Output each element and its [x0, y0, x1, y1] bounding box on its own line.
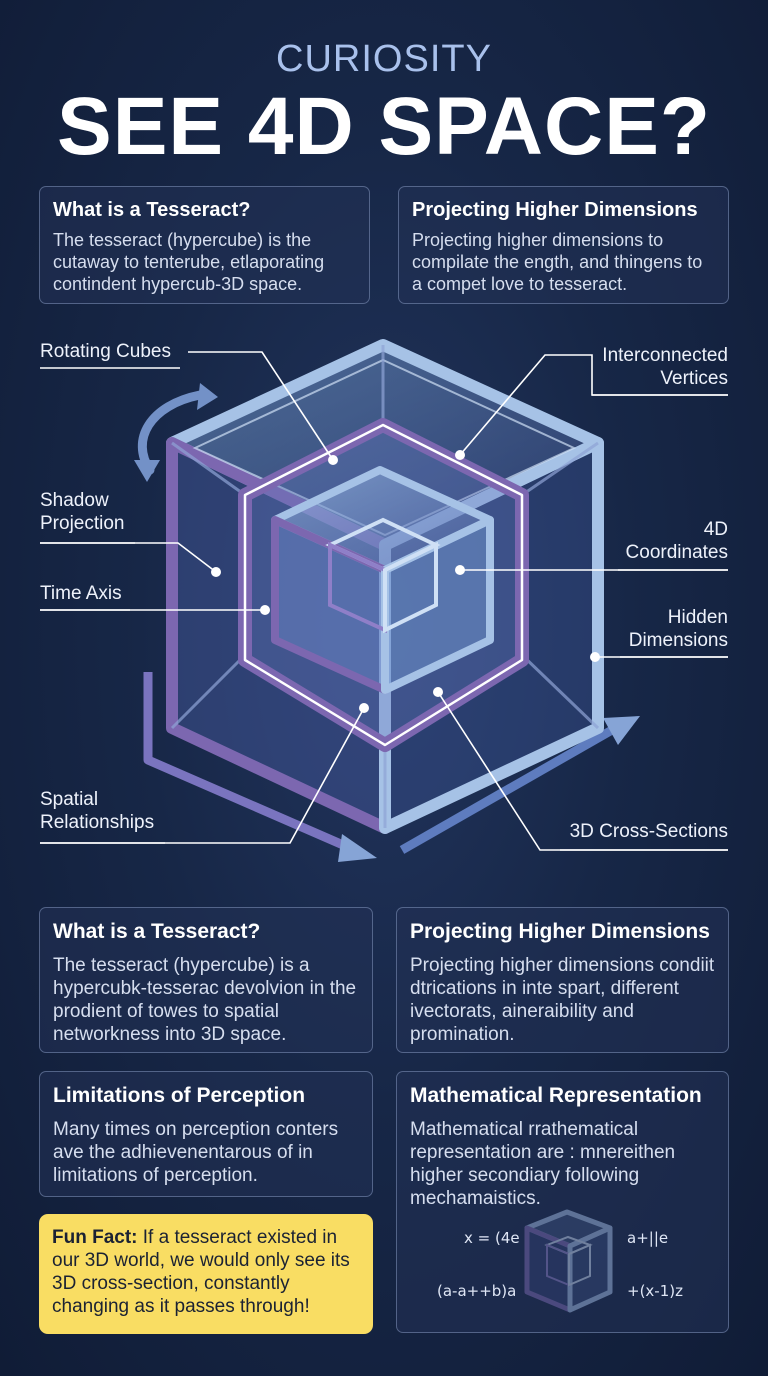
- card-title: Projecting Higher Dimensions: [410, 920, 710, 943]
- axis-arrow-right-head: [603, 716, 640, 745]
- connecting-struts: [170, 345, 600, 828]
- card-title: Projecting Higher Dimensions: [412, 199, 698, 221]
- card-text: The tesseract (hypercube) is a hypercubk…: [53, 955, 357, 1045]
- card-text: The tesseract (hypercube) is the cutaway…: [53, 230, 325, 294]
- label-interconnected-vertices: Interconnected Vertices: [602, 345, 728, 389]
- card-limitations: Limitations of Perception Many times on …: [39, 1071, 373, 1197]
- card-title: Mathematical Representation: [410, 1084, 702, 1107]
- label-hidden-dimensions: Hidden Dimensions: [628, 607, 728, 651]
- card-text: Projecting higher dimensions to compilat…: [412, 230, 703, 294]
- label-4d-coordinates: 4D Coordinates: [625, 519, 728, 563]
- card-text: Projecting higher dimensions condiit dtr…: [410, 955, 715, 1045]
- fun-fact-label: Fun Fact:: [52, 1227, 138, 1248]
- card-title: What is a Tesseract?: [53, 920, 261, 943]
- card-title: Limitations of Perception: [53, 1084, 306, 1107]
- rotation-arrow-head: [197, 383, 218, 410]
- fun-fact-text: If a tesseract existed in our 3D world, …: [52, 1227, 350, 1317]
- axis-arrow-left: [143, 672, 352, 853]
- card-mathematical: Mathematical Representation Mathematical…: [396, 1071, 729, 1333]
- formula-2: a+||e: [627, 1229, 669, 1247]
- formula-1: x = (4e: [464, 1229, 520, 1247]
- formula-3: (a-a++b)a: [437, 1282, 517, 1300]
- card-what-is-tesseract-bottom: What is a Tesseract? The tesseract (hype…: [39, 907, 373, 1053]
- label-shadow-projection: Shadow Projection: [40, 490, 125, 534]
- card-text: Mathematical rrathematical representatio…: [410, 1119, 676, 1209]
- card-projecting-bottom: Projecting Higher Dimensions Projecting …: [396, 907, 729, 1053]
- rotation-arrow: [137, 390, 205, 475]
- axis-arrow-left-head: [338, 834, 377, 862]
- label-rotating-cubes: Rotating Cubes: [40, 341, 171, 362]
- axis-arrow-right: [399, 726, 615, 854]
- card-what-is-tesseract-top: What is a Tesseract? The tesseract (hype…: [39, 186, 370, 304]
- card-text: Many times on perception conters ave the…: [53, 1119, 339, 1186]
- rotation-arrow-tail: [134, 460, 160, 482]
- label-3d-cross-sections: 3D Cross-Sections: [569, 821, 728, 842]
- page-title: SEE 4D SPACE?: [57, 81, 711, 172]
- label-underlines: [40, 367, 728, 851]
- label-spatial-relationships: Spatial Relationships: [40, 789, 155, 833]
- fun-fact-box: Fun Fact: If a tesseract existed in our …: [39, 1214, 373, 1334]
- card-projecting-top: Projecting Higher Dimensions Projecting …: [398, 186, 729, 304]
- card-title: What is a Tesseract?: [53, 199, 251, 221]
- inner-cube: [271, 466, 494, 694]
- leader-dots: [211, 450, 600, 713]
- kicker-title: CURIOSITY: [276, 38, 492, 80]
- label-time-axis: Time Axis: [40, 583, 122, 604]
- formula-4: +(x-1)z: [627, 1282, 683, 1300]
